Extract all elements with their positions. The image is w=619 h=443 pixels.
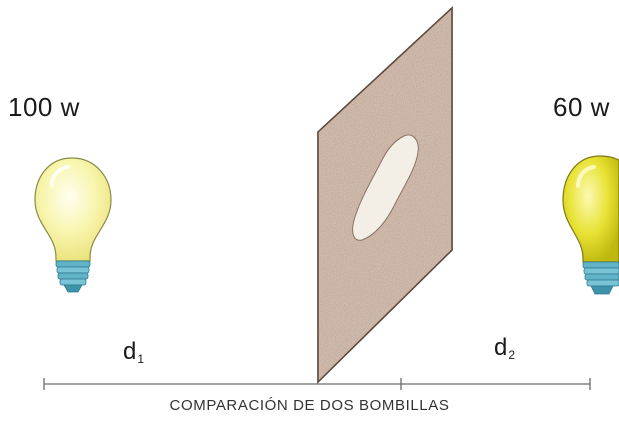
diagram-caption: COMPARACIÓN DE DOS BOMBILLAS <box>169 397 450 414</box>
distance-d1-subscript: 1 <box>137 352 145 366</box>
bulb-right-power-label: 60 w <box>553 92 610 122</box>
bulb-base-left <box>55 260 91 293</box>
distance-d2-subscript: 2 <box>508 348 516 362</box>
bulb-left-power-label: 100 w <box>8 92 80 122</box>
photometer-screen <box>317 6 453 384</box>
bulb-60w-icon <box>562 155 619 295</box>
distance-d1-label: d1 <box>123 338 144 366</box>
distance-d1-symbol: d <box>123 338 137 365</box>
bulb-100w-icon <box>34 157 112 293</box>
distance-d2-symbol: d <box>494 334 508 361</box>
grease-spot <box>352 134 419 241</box>
distance-d2-label: d2 <box>494 334 515 362</box>
bulb-base-right <box>582 261 619 295</box>
distance-line <box>43 378 591 390</box>
